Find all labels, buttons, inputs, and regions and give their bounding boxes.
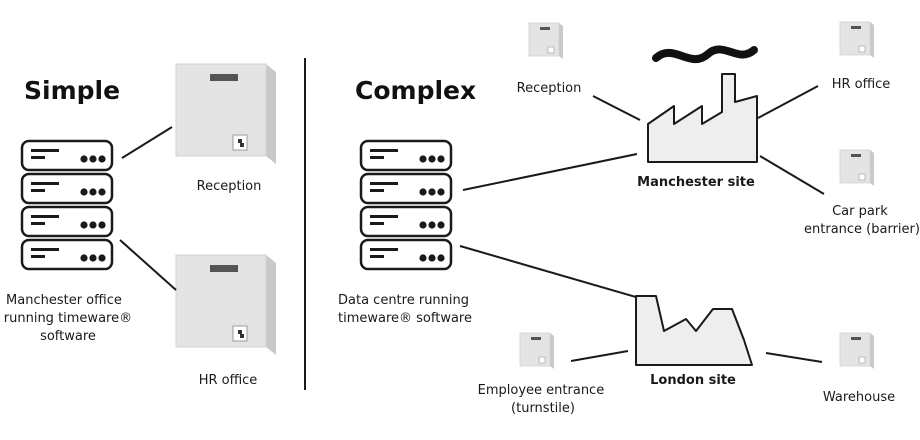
device-label-hr-office: HR office (199, 373, 258, 388)
complex-server-rack-icon (359, 139, 453, 271)
device-label-line: Car park (832, 204, 888, 219)
simple-server-caption-line: running timeware® (4, 311, 132, 326)
smoke-icon (652, 45, 758, 64)
device-label-reception: Reception (517, 81, 582, 96)
site-label-manchester: Manchester site (637, 175, 755, 190)
connection-line (462, 153, 638, 191)
site-label-london: London site (650, 373, 736, 388)
connection-line (592, 95, 641, 121)
complex-server-caption-line: Data centre running (338, 293, 469, 308)
device-label-employee-entrance: Employee entrance (turnstile) (478, 383, 609, 416)
device-label-reception: Reception (197, 179, 262, 194)
connection-line (459, 245, 637, 298)
device-label-car-park: Car park entrance (barrier) (804, 204, 920, 237)
connection-line (119, 239, 177, 291)
simple-server-caption-line: Manchester office (6, 293, 122, 308)
complex-server-caption: Data centre running timeware® software (338, 293, 473, 326)
terminal-icon (175, 254, 277, 356)
simple-server-caption-line: software (40, 329, 96, 344)
device-label-line: Employee entrance (478, 383, 605, 398)
simple-server-rack-icon (20, 139, 114, 271)
connection-line (759, 155, 825, 195)
factory-icon (647, 73, 758, 163)
terminal-icon (839, 21, 875, 59)
complex-heading: Complex (355, 76, 476, 105)
terminal-icon (175, 63, 277, 165)
terminal-icon (839, 332, 875, 370)
simple-server-caption: Manchester office running timeware® soft… (4, 293, 136, 344)
device-label-warehouse: Warehouse (823, 390, 895, 405)
simple-heading: Simple (24, 76, 120, 105)
connection-line (570, 350, 629, 362)
terminal-icon (528, 22, 564, 60)
complex-server-caption-line: timeware® software (338, 311, 472, 326)
connection-line (765, 352, 823, 363)
device-label-line: (turnstile) (511, 401, 575, 416)
terminal-icon (519, 332, 555, 370)
device-label-line: entrance (barrier) (804, 222, 920, 237)
building-icon (635, 295, 753, 366)
connection-line (121, 126, 173, 159)
terminal-icon (839, 149, 875, 187)
connection-line (757, 85, 819, 119)
device-label-hr-office: HR office (832, 77, 891, 92)
